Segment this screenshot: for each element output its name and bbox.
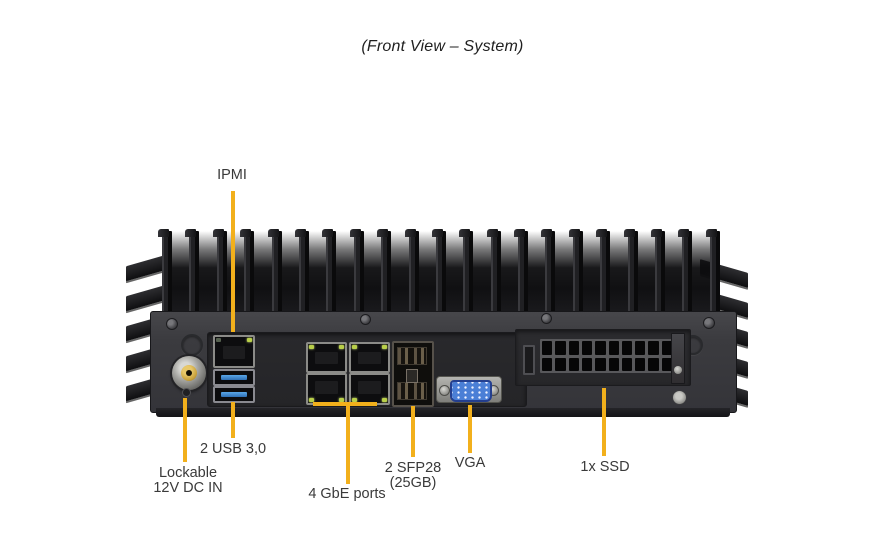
dc-jack-pin (186, 370, 192, 376)
vga-dsub-connector (450, 380, 492, 402)
ssd-bay (515, 329, 691, 386)
ipmi-callout-line (231, 191, 235, 332)
dc-in-callout-line (183, 398, 187, 462)
figure-title: (Front View – System) (361, 38, 524, 55)
vga-screw-post (439, 385, 450, 396)
dc-power-jack (172, 356, 206, 390)
lock-hole (182, 388, 191, 397)
ipmi-lan-port (213, 335, 255, 368)
dc-in-label-line2: 12V DC IN (153, 480, 223, 496)
ssd-bay-bracket (523, 345, 535, 375)
sfp-label: 2 SFP28 (25GB) (385, 461, 441, 491)
sfp-label-line2: (25GB) (389, 475, 437, 491)
antenna-knockout-left (181, 334, 203, 356)
vga-callout-line (468, 405, 472, 453)
usb3-port-1 (213, 369, 255, 386)
thumb-screw (672, 390, 687, 405)
ssd-callout-line (602, 388, 606, 456)
panel-screw (703, 317, 715, 329)
panel-screw (360, 314, 371, 325)
sfp28-cage (392, 341, 434, 407)
ssd-vent-grid (540, 339, 674, 373)
vga-port (436, 376, 502, 403)
ipmi-label: IPMI (217, 167, 247, 183)
sfp28-slot-2 (397, 382, 427, 400)
dc-in-label: Lockable 12V DC IN (153, 466, 222, 496)
sfp-latch (406, 369, 418, 383)
heatsink-top-fins (158, 229, 720, 313)
gbe-callout-bracket (313, 402, 377, 406)
sfp-label-line1: 2 SFP28 (384, 460, 442, 476)
panel-screw (541, 313, 552, 324)
gbe-label: 4 GbE ports (308, 486, 386, 502)
dc-in-label-line1: Lockable (158, 465, 218, 481)
vga-label: VGA (454, 455, 486, 471)
sfp28-slot-1 (397, 347, 427, 365)
ssd-label: 1x SSD (580, 459, 630, 475)
gbe-port-1 (306, 342, 347, 373)
sfp-callout-line (411, 406, 415, 457)
chassis-bottom-edge (156, 408, 730, 417)
gbe-port-2 (349, 342, 390, 373)
gbe-port-3 (306, 373, 347, 405)
usb3-port-2 (213, 386, 255, 403)
gbe-port-4 (349, 373, 390, 405)
panel-screw (166, 318, 178, 330)
usb-label: 2 USB 3,0 (199, 441, 267, 457)
gbe-callout-line (346, 402, 350, 484)
ssd-latch-bolt (674, 366, 682, 374)
ssd-tray-latch (671, 333, 685, 384)
usb-callout-line (231, 402, 235, 438)
